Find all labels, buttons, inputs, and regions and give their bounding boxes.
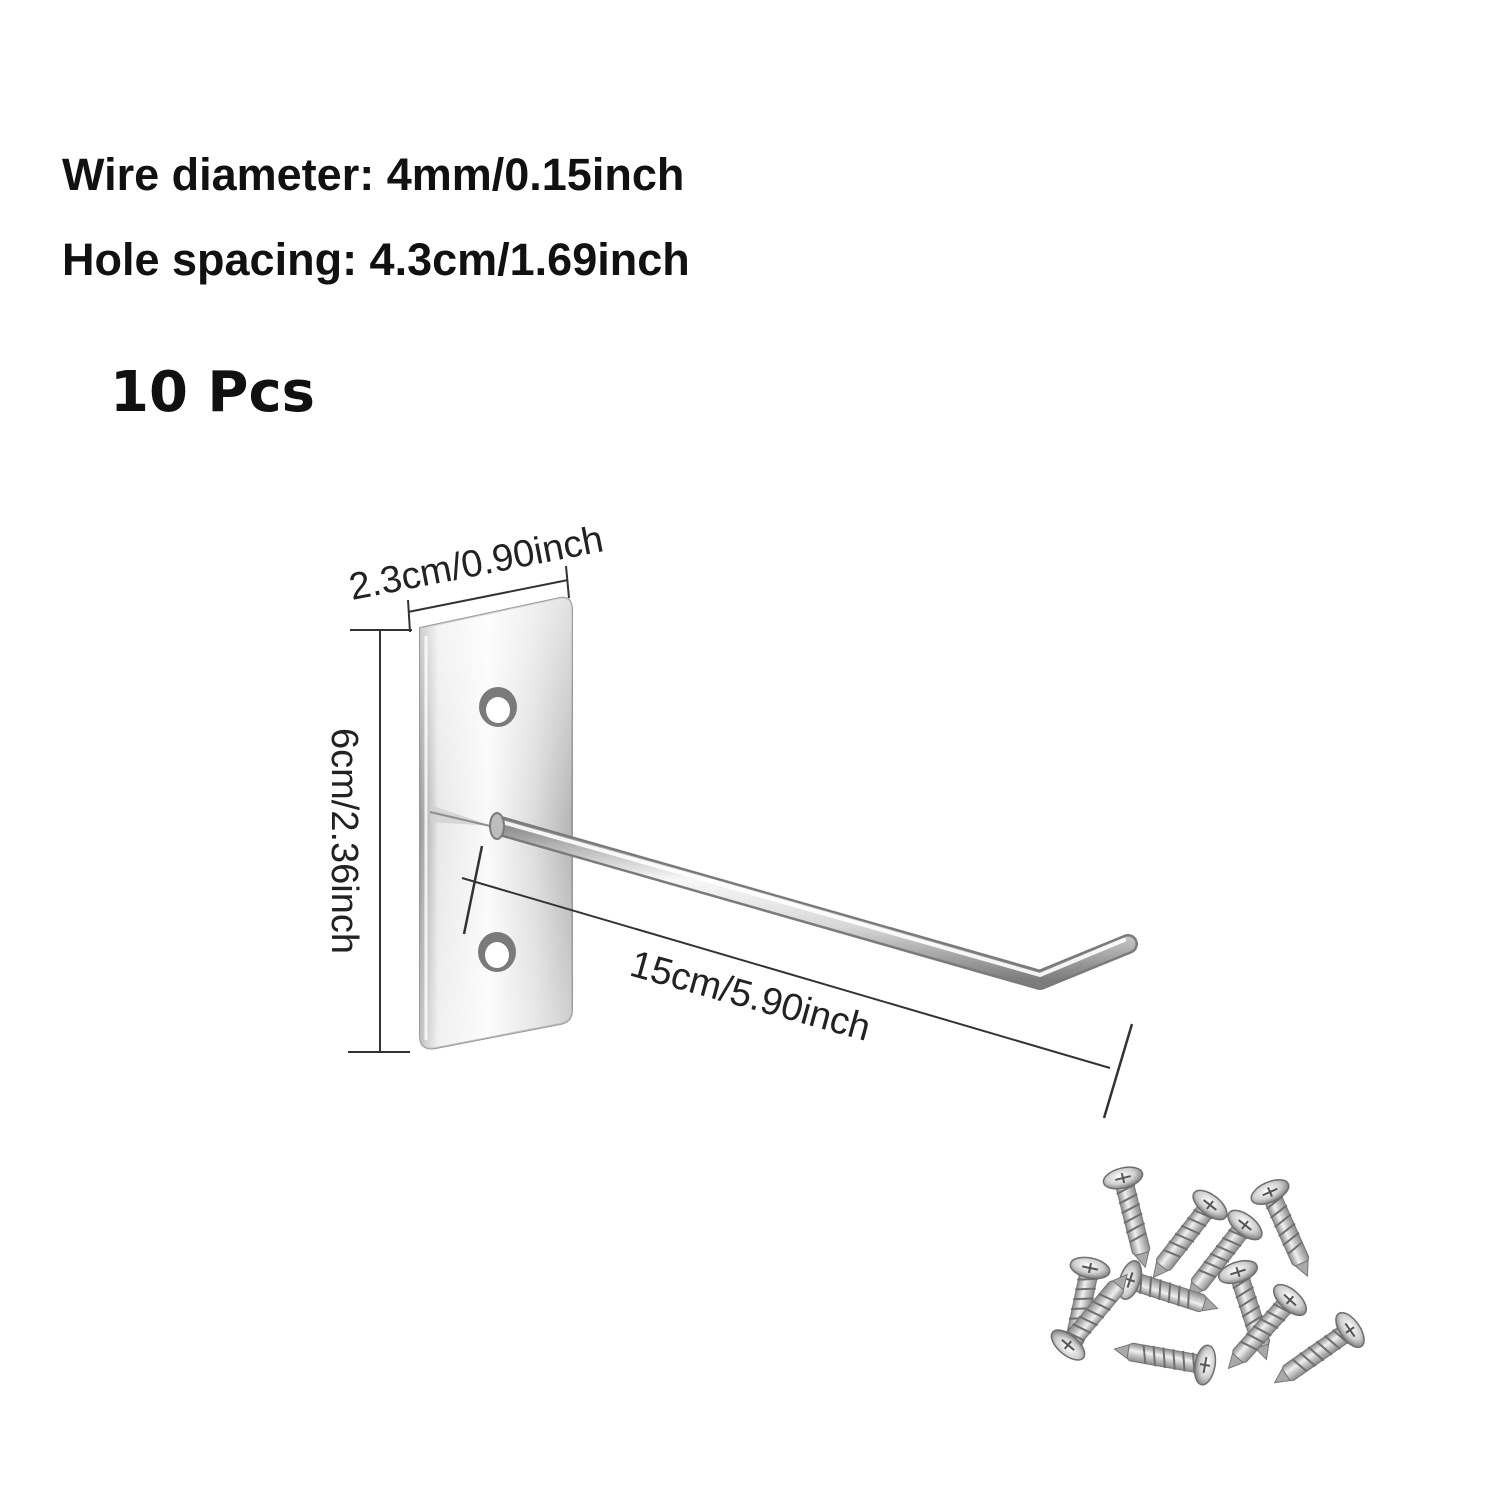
hook-rod: [489, 812, 1138, 990]
quantity-label: 10 Pcs: [110, 360, 315, 425]
upper-screw-hole: [479, 687, 517, 727]
wire-diameter-spec: Wire diameter: 4mm/0.15inch: [62, 149, 685, 200]
width-dimension-line: [407, 565, 570, 633]
length-dimension-label: 15cm/5.90inch: [626, 943, 875, 1050]
length-dimension-line: [461, 845, 1134, 1119]
hole-spacing-spec: Hole spacing: 4.3cm/1.69inch: [62, 234, 690, 285]
lower-screw-hole: [478, 932, 516, 972]
height-dimension-label: 6cm/2.36inch: [323, 728, 365, 954]
screws-pile: [1045, 1162, 1371, 1401]
height-dimension-line: [348, 629, 412, 1053]
width-dimension-label: 2.3cm/0.90inch: [346, 518, 607, 608]
